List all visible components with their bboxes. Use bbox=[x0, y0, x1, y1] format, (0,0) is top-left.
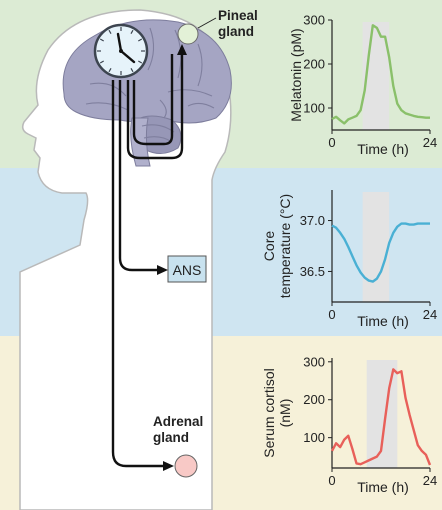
y-axis-label: Melatonin (pM) bbox=[288, 28, 304, 121]
melatonin-chart: 100 200 300 0 24 Time (h) Melatonin (pM) bbox=[288, 13, 437, 158]
y-axis-label: (nM) bbox=[277, 399, 293, 428]
pathway-to-ans bbox=[118, 80, 158, 272]
x-tick-label: 24 bbox=[423, 473, 437, 488]
y-tick-label: 200 bbox=[303, 57, 325, 72]
arrowhead-adrenal bbox=[163, 461, 174, 471]
y-tick-label: 300 bbox=[303, 354, 325, 369]
x-axis-label: Time (h) bbox=[357, 479, 409, 495]
arrowheads bbox=[157, 44, 187, 471]
adrenal-label-2: gland bbox=[153, 430, 189, 445]
x-tick-label: 0 bbox=[328, 135, 335, 150]
pineal-gland bbox=[177, 23, 199, 45]
ans-box bbox=[167, 255, 207, 283]
x-axis-label: Time (h) bbox=[357, 313, 409, 329]
ans-label: ANS bbox=[173, 262, 202, 278]
y-tick-label: 37.0 bbox=[300, 213, 325, 228]
series-line bbox=[330, 368, 432, 466]
pineal-label-2: gland bbox=[218, 24, 254, 39]
series-line bbox=[331, 222, 430, 283]
night-shading bbox=[362, 192, 390, 302]
pathway-secondary-loop bbox=[132, 54, 174, 146]
pathway-to-adrenal bbox=[111, 80, 164, 468]
pineal-leader-line bbox=[197, 17, 217, 29]
clock-icon bbox=[93, 23, 149, 79]
y-axis-label: Core bbox=[261, 231, 277, 262]
y-axis-label: Serum cortisol bbox=[261, 368, 277, 457]
arrowhead-pineal bbox=[177, 44, 187, 55]
y-tick-label: 100 bbox=[303, 430, 325, 445]
y-tick-label: 100 bbox=[303, 101, 325, 116]
y-axis-label: temperature (°C) bbox=[277, 194, 293, 298]
pathway-to-pineal bbox=[126, 52, 184, 160]
series-line bbox=[331, 24, 430, 125]
cortisol-chart: 100 200 300 0 24 Time (h) Serum cortisol(nM) bbox=[261, 354, 437, 495]
y-tick-label: 200 bbox=[303, 392, 325, 407]
pineal-label-1: Pineal bbox=[218, 8, 258, 23]
x-tick-label: 24 bbox=[423, 135, 437, 150]
y-tick-label: 300 bbox=[303, 13, 325, 28]
adrenal-label-1: Adrenal bbox=[153, 414, 203, 429]
y-tick-label: 36.5 bbox=[300, 264, 325, 279]
x-tick-label: 24 bbox=[423, 307, 437, 322]
x-tick-label: 0 bbox=[328, 473, 335, 488]
adrenal-gland bbox=[174, 454, 198, 478]
x-tick-label: 0 bbox=[328, 307, 335, 322]
neural-pathways bbox=[111, 52, 184, 468]
arrowhead-ans bbox=[157, 265, 168, 275]
x-axis-label: Time (h) bbox=[357, 141, 409, 157]
